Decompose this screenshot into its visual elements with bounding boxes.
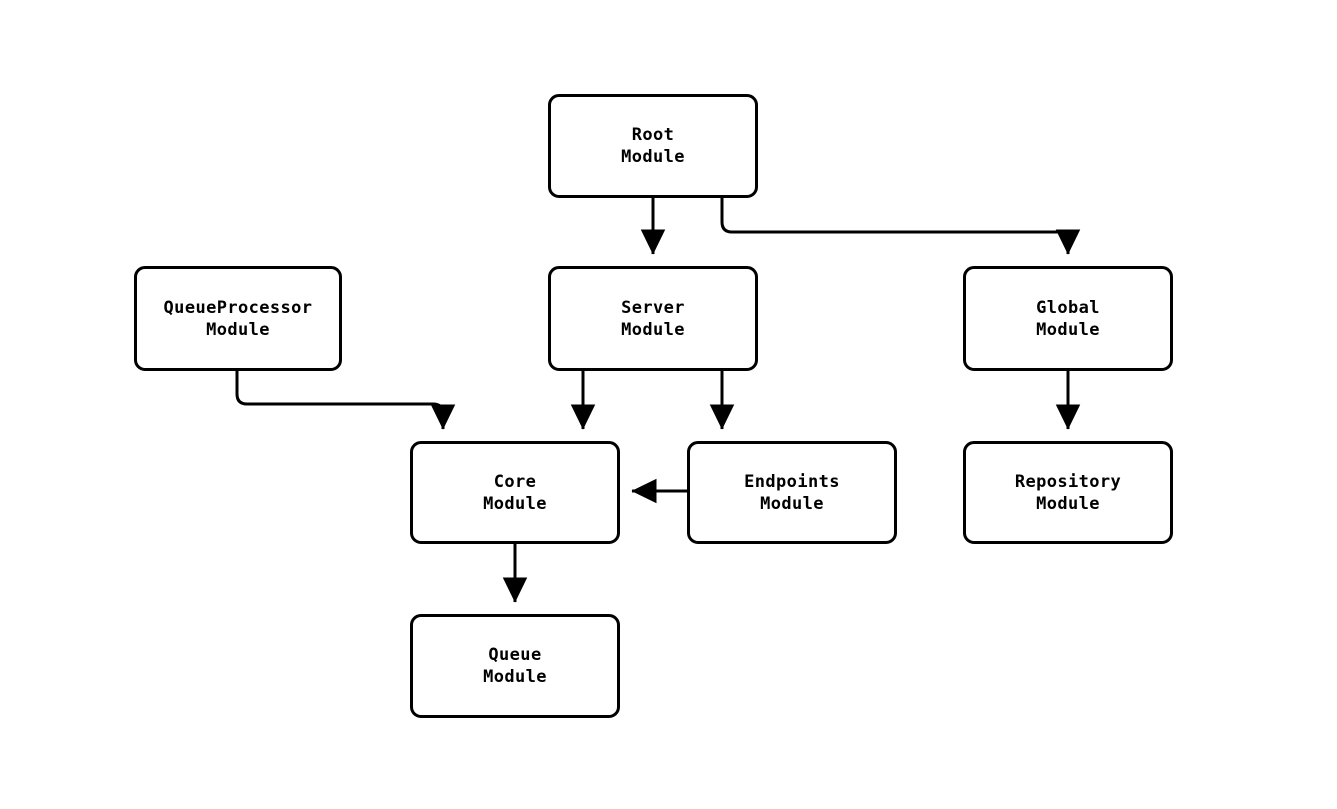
node-queue-module-label: Queue Module (483, 645, 547, 687)
node-queue-module[interactable]: Queue Module (410, 614, 620, 718)
edge-root-to-global (720, 198, 1081, 255)
node-server-module-label: Server Module (621, 297, 685, 340)
node-root-module-label: Root Module (621, 125, 685, 167)
node-endpoints-module-label: Endpoints Module (744, 471, 840, 514)
node-core-module[interactable]: Core Module (410, 441, 620, 544)
node-queueprocessor-module-label: QueueProcessor Module (163, 297, 313, 340)
node-endpoints-module[interactable]: Endpoints Module (687, 441, 897, 544)
node-repository-module-label: Repository Module (1014, 471, 1122, 514)
node-server-module[interactable]: Server Module (548, 266, 758, 371)
node-global-module-label: Global Module (1036, 297, 1100, 340)
edge-queueprocessor-to-core (235, 371, 456, 430)
node-repository-module[interactable]: Repository Module (963, 441, 1173, 544)
node-root-module[interactable]: Root Module (548, 94, 758, 198)
node-global-module[interactable]: Global Module (963, 266, 1173, 371)
node-core-module-label: Core Module (483, 471, 547, 514)
node-queueprocessor-module[interactable]: QueueProcessor Module (134, 266, 342, 371)
